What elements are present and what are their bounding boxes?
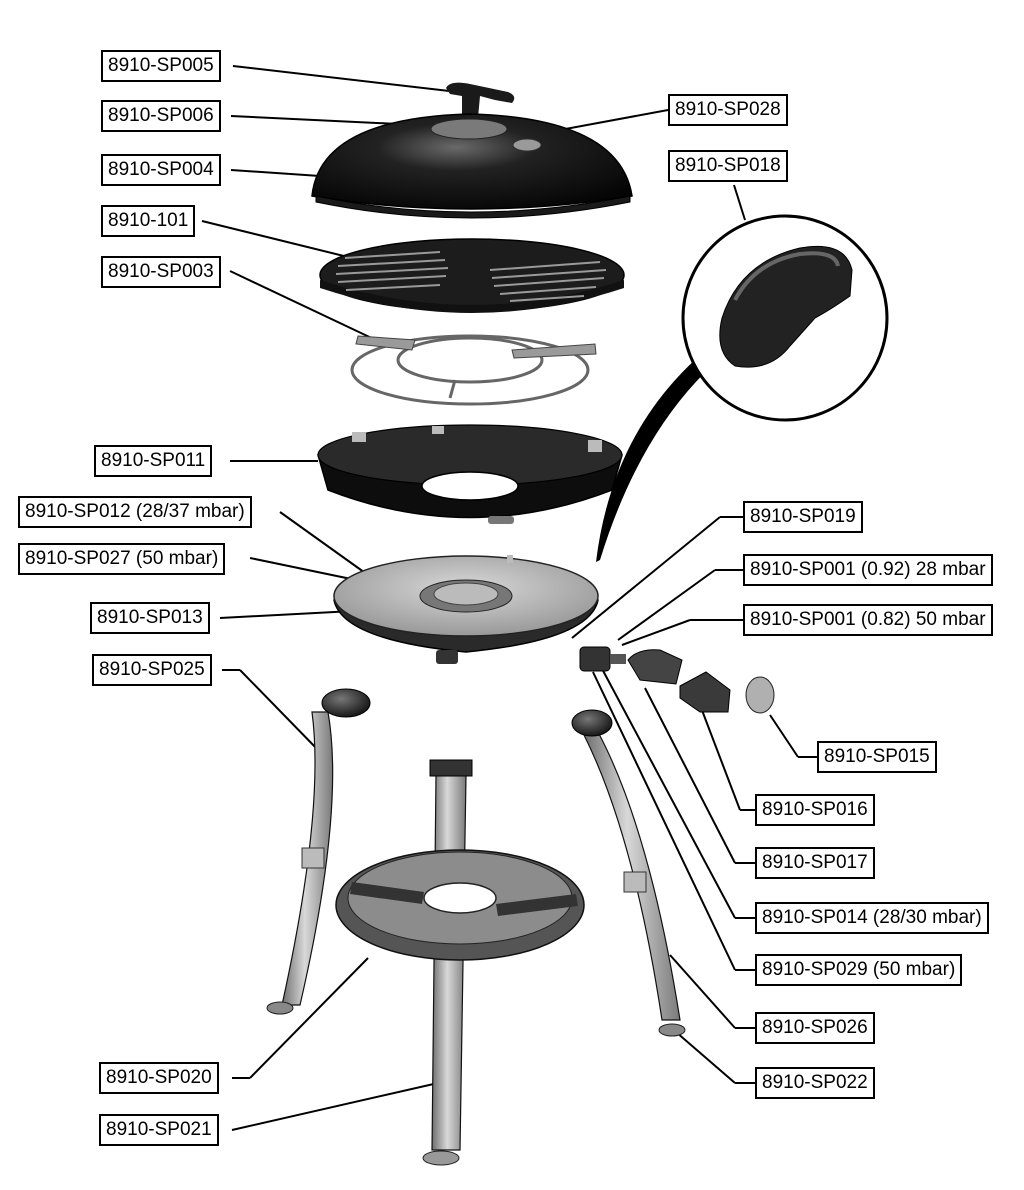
part-label-sp020: 8910-SP020 bbox=[99, 1062, 219, 1094]
part-label-sp006: 8910-SP006 bbox=[101, 100, 221, 132]
lower-table bbox=[335, 849, 585, 961]
burner-pan bbox=[333, 555, 599, 664]
part-label-sp001-092: 8910-SP001 (0.92) 28 mbar bbox=[743, 554, 993, 586]
part-label-sp004: 8910-SP004 bbox=[101, 154, 221, 186]
part-label-sp001-082: 8910-SP001 (0.82) 50 mbar bbox=[743, 604, 993, 636]
part-label-sp015: 8910-SP015 bbox=[817, 741, 937, 773]
part-label-sp027: 8910-SP027 (50 mbar) bbox=[18, 543, 226, 575]
part-label-sp025: 8910-SP025 bbox=[92, 654, 212, 686]
part-label-sp017: 8910-SP017 bbox=[755, 847, 875, 879]
ring-clips bbox=[355, 335, 597, 359]
leader-lines bbox=[201, 65, 817, 1131]
detail-zoom bbox=[596, 214, 889, 562]
part-label-sp011: 8910-SP011 bbox=[94, 445, 213, 477]
part-label-sp014: 8910-SP014 (28/30 mbar) bbox=[755, 902, 989, 934]
part-label-sp026: 8910-SP026 bbox=[755, 1012, 875, 1044]
valve-parts bbox=[579, 646, 775, 714]
part-label-101: 8910-101 bbox=[101, 205, 196, 237]
part-label-sp022: 8910-SP022 bbox=[755, 1067, 875, 1099]
lid-dome bbox=[311, 113, 633, 219]
part-label-sp021: 8910-SP021 bbox=[99, 1114, 219, 1146]
part-label-sp018: 8910-SP018 bbox=[668, 150, 788, 182]
wire-rings bbox=[350, 334, 590, 406]
part-label-sp013: 8910-SP013 bbox=[90, 602, 210, 634]
part-label-sp016: 8910-SP016 bbox=[755, 794, 875, 826]
grill-grate bbox=[319, 238, 625, 313]
part-label-sp012: 8910-SP012 (28/37 mbar) bbox=[18, 496, 252, 528]
part-label-sp019: 8910-SP019 bbox=[743, 501, 863, 533]
fire-bowl bbox=[317, 424, 623, 524]
part-label-sp028: 8910-SP028 bbox=[668, 94, 788, 126]
part-label-sp005: 8910-SP005 bbox=[101, 50, 221, 82]
part-label-sp003: 8910-SP003 bbox=[101, 256, 221, 288]
part-label-sp029: 8910-SP029 (50 mbar) bbox=[755, 954, 963, 986]
